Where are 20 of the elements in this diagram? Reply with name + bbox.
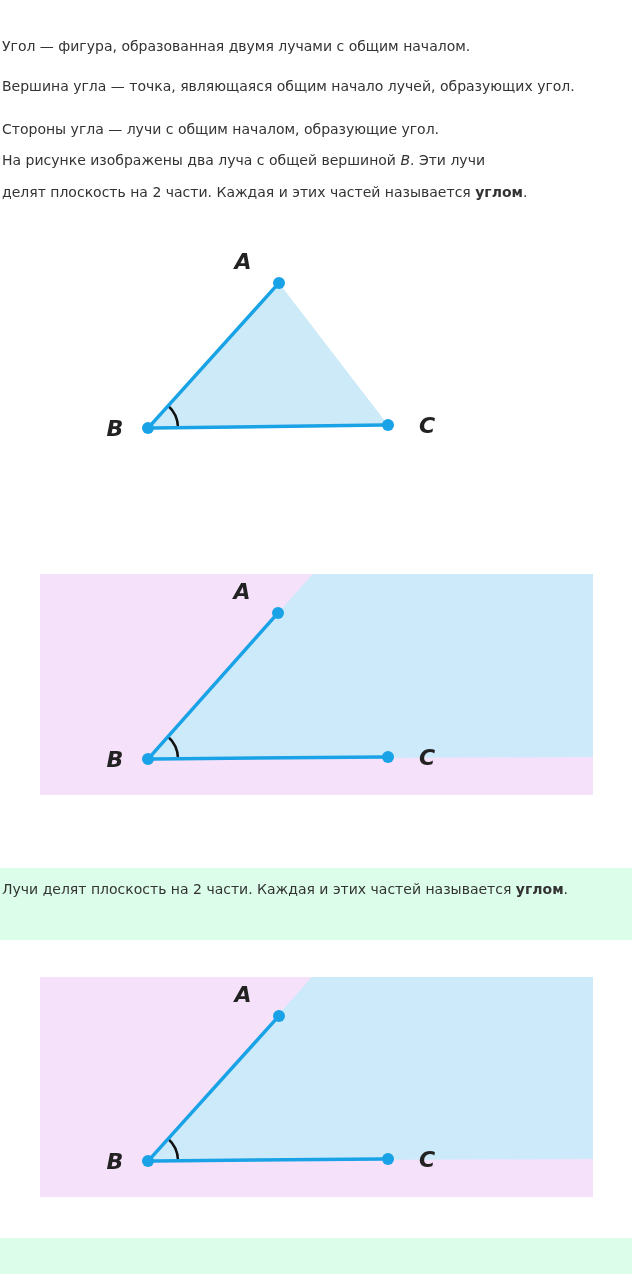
point-label: A (231, 579, 252, 605)
ray-line (150, 285, 277, 426)
paragraph-text: Лучи делят плоскость на 2 части. Каждая и этих частей называется углом. (2, 880, 570, 899)
point-label: A (232, 249, 253, 275)
point-label: C (417, 413, 437, 439)
ray-line (150, 1018, 277, 1159)
ray-line (153, 755, 383, 761)
point-label: C (417, 1147, 437, 1173)
point-label: B (105, 416, 125, 442)
ray-line (152, 423, 384, 430)
paragraph-text: Угол — фигура, образованная двумя лучами с общим началом. (2, 37, 472, 56)
paragraph-text: Стороны угла — лучи с общим началом, образующие угол. (2, 120, 441, 139)
ray-line (153, 1157, 383, 1163)
ray-line (150, 615, 276, 757)
paragraph-text: На рисунке изображены два луча с общей вершиной B. Эти лучи делят плоскость на 2 части. Каждая и этих частей называется углом. (2, 151, 529, 202)
point-label: B (105, 747, 125, 773)
point-label: B (105, 1149, 125, 1175)
point-label: A (232, 982, 253, 1008)
paragraph-text: Вершина угла — точка, являющаяся общим начало лучей, образующих угол. (2, 77, 576, 96)
point-label: C (417, 745, 437, 771)
